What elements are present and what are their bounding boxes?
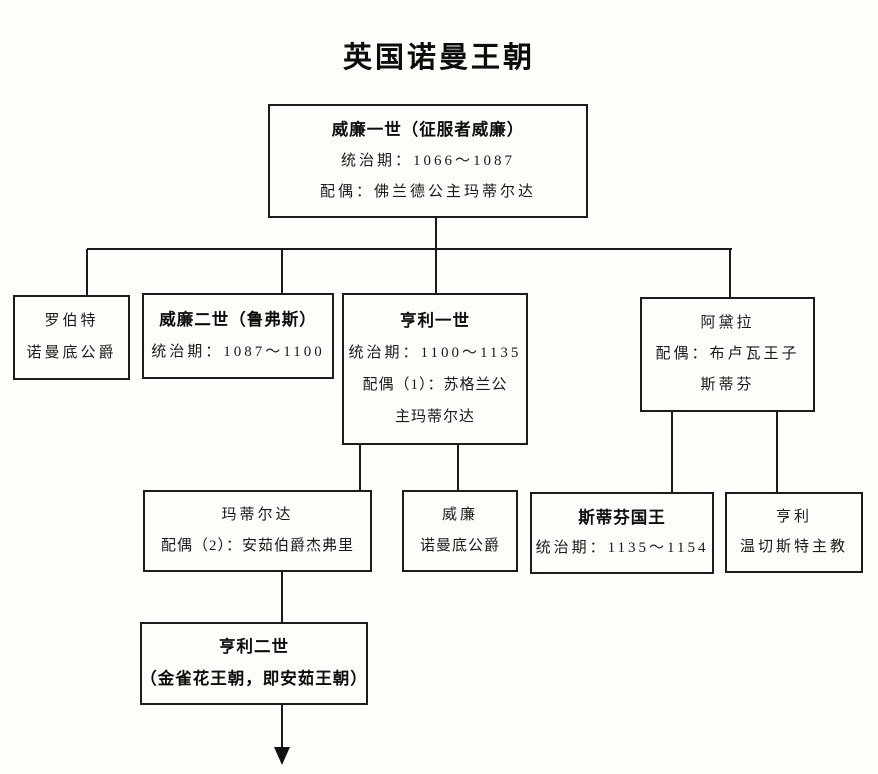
connector-to-william2 — [281, 249, 283, 294]
node-robert-name: 罗伯特 — [44, 313, 99, 330]
node-henry-bishop-name: 亨利 — [775, 508, 812, 525]
node-william-duke-name: 威廉 — [441, 507, 478, 524]
node-henry1-spouse-line1: 配偶（1）：苏格兰公 — [362, 377, 508, 394]
node-adela: 阿黛拉 配偶：布卢瓦王子 斯蒂芬 — [640, 297, 815, 412]
connector-henry1-to-matilda — [359, 444, 361, 491]
node-stephen: 斯蒂芬国王 统治期：1135～1154 — [530, 492, 714, 574]
node-henry1: 亨利一世 统治期：1100～1135 配偶（1）：苏格兰公 主玛蒂尔达 — [342, 293, 528, 445]
node-adela-name: 阿黛拉 — [700, 314, 755, 331]
node-william2: 威廉二世（鲁弗斯） 统治期：1087～1100 — [142, 293, 334, 379]
connector-adela-to-stephen — [671, 411, 673, 493]
down-arrow-icon — [274, 747, 290, 765]
node-henry2-subtitle: （金雀花王朝，即安茹王朝） — [140, 669, 368, 688]
node-adela-spouse-line1: 配偶：布卢瓦王子 — [655, 345, 800, 362]
connector-william1-down — [435, 217, 437, 250]
node-william1-reign: 统治期：1066～1087 — [340, 153, 515, 170]
node-henry1-reign: 统治期：1100～1135 — [348, 345, 522, 362]
node-william2-name: 威廉二世（鲁弗斯） — [159, 310, 317, 329]
node-matilda: 玛蒂尔达 配偶（2）：安茹伯爵杰弗里 — [143, 490, 372, 572]
node-william-duke-title: 诺曼底公爵 — [419, 537, 500, 554]
page-title: 英国诺曼王朝 — [342, 42, 535, 74]
node-henry2: 亨利二世 （金雀花王朝，即安茹王朝） — [140, 622, 368, 705]
node-henry-bishop-title: 温切斯特主教 — [739, 538, 848, 555]
node-william1-name: 威廉一世（征服者威廉） — [331, 121, 525, 140]
node-adela-spouse-line2: 斯蒂芬 — [700, 376, 755, 393]
connector-to-robert — [86, 249, 88, 296]
node-robert: 罗伯特 诺曼底公爵 — [13, 295, 130, 380]
node-matilda-spouse: 配偶（2）：安茹伯爵杰弗里 — [160, 537, 354, 554]
connector-adela-to-henry-bishop — [776, 411, 778, 493]
node-henry1-spouse-line2: 主玛蒂尔达 — [394, 409, 475, 426]
connector-children-rail — [87, 248, 732, 250]
node-stephen-name: 斯蒂芬国王 — [578, 508, 666, 527]
connector-henry2-down — [281, 704, 283, 749]
node-stephen-reign: 统治期：1135～1154 — [535, 540, 709, 557]
connector-matilda-to-henry2 — [281, 571, 283, 623]
node-william1: 威廉一世（征服者威廉） 统治期：1066～1087 配偶：佛兰德公主玛蒂尔达 — [268, 104, 588, 218]
node-henry2-name: 亨利二世 — [219, 638, 289, 657]
node-henry-bishop: 亨利 温切斯特主教 — [725, 492, 863, 573]
connector-to-henry1 — [435, 249, 437, 294]
node-robert-title: 诺曼底公爵 — [26, 344, 117, 361]
node-william2-reign: 统治期：1087～1100 — [151, 343, 325, 360]
node-william1-spouse: 配偶：佛兰德公主玛蒂尔达 — [319, 183, 536, 200]
connector-henry1-to-william-duke — [457, 444, 459, 491]
node-william-duke: 威廉 诺曼底公爵 — [402, 490, 518, 572]
node-matilda-name: 玛蒂尔达 — [221, 507, 294, 524]
node-henry1-name: 亨利一世 — [400, 311, 470, 330]
connector-to-adela — [729, 249, 731, 298]
